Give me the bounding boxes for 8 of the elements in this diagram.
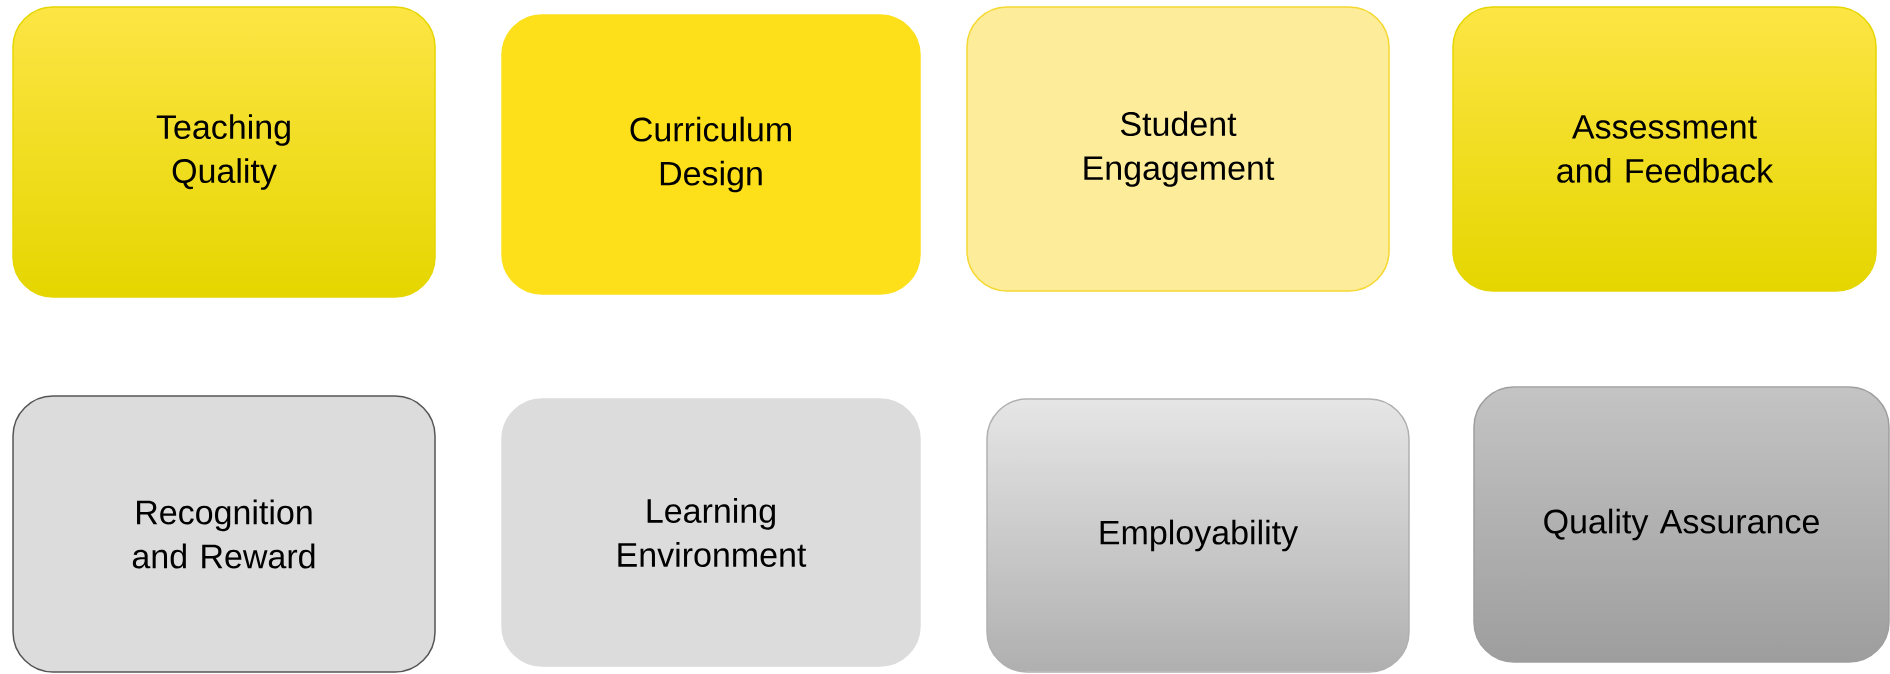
rounded-box: Assessment and Feedback [1452,6,1877,292]
rounded-box: Teaching Quality [12,6,436,298]
rounded-box: Recognition and Reward [12,395,436,673]
rounded-box: Curriculum Design [501,14,921,295]
rounded-box: Student Engagement [966,6,1390,292]
rounded-box: Learning Environment [501,398,921,667]
rounded-box: Employability [986,398,1410,673]
rounded-box: Quality Assurance [1473,386,1890,663]
